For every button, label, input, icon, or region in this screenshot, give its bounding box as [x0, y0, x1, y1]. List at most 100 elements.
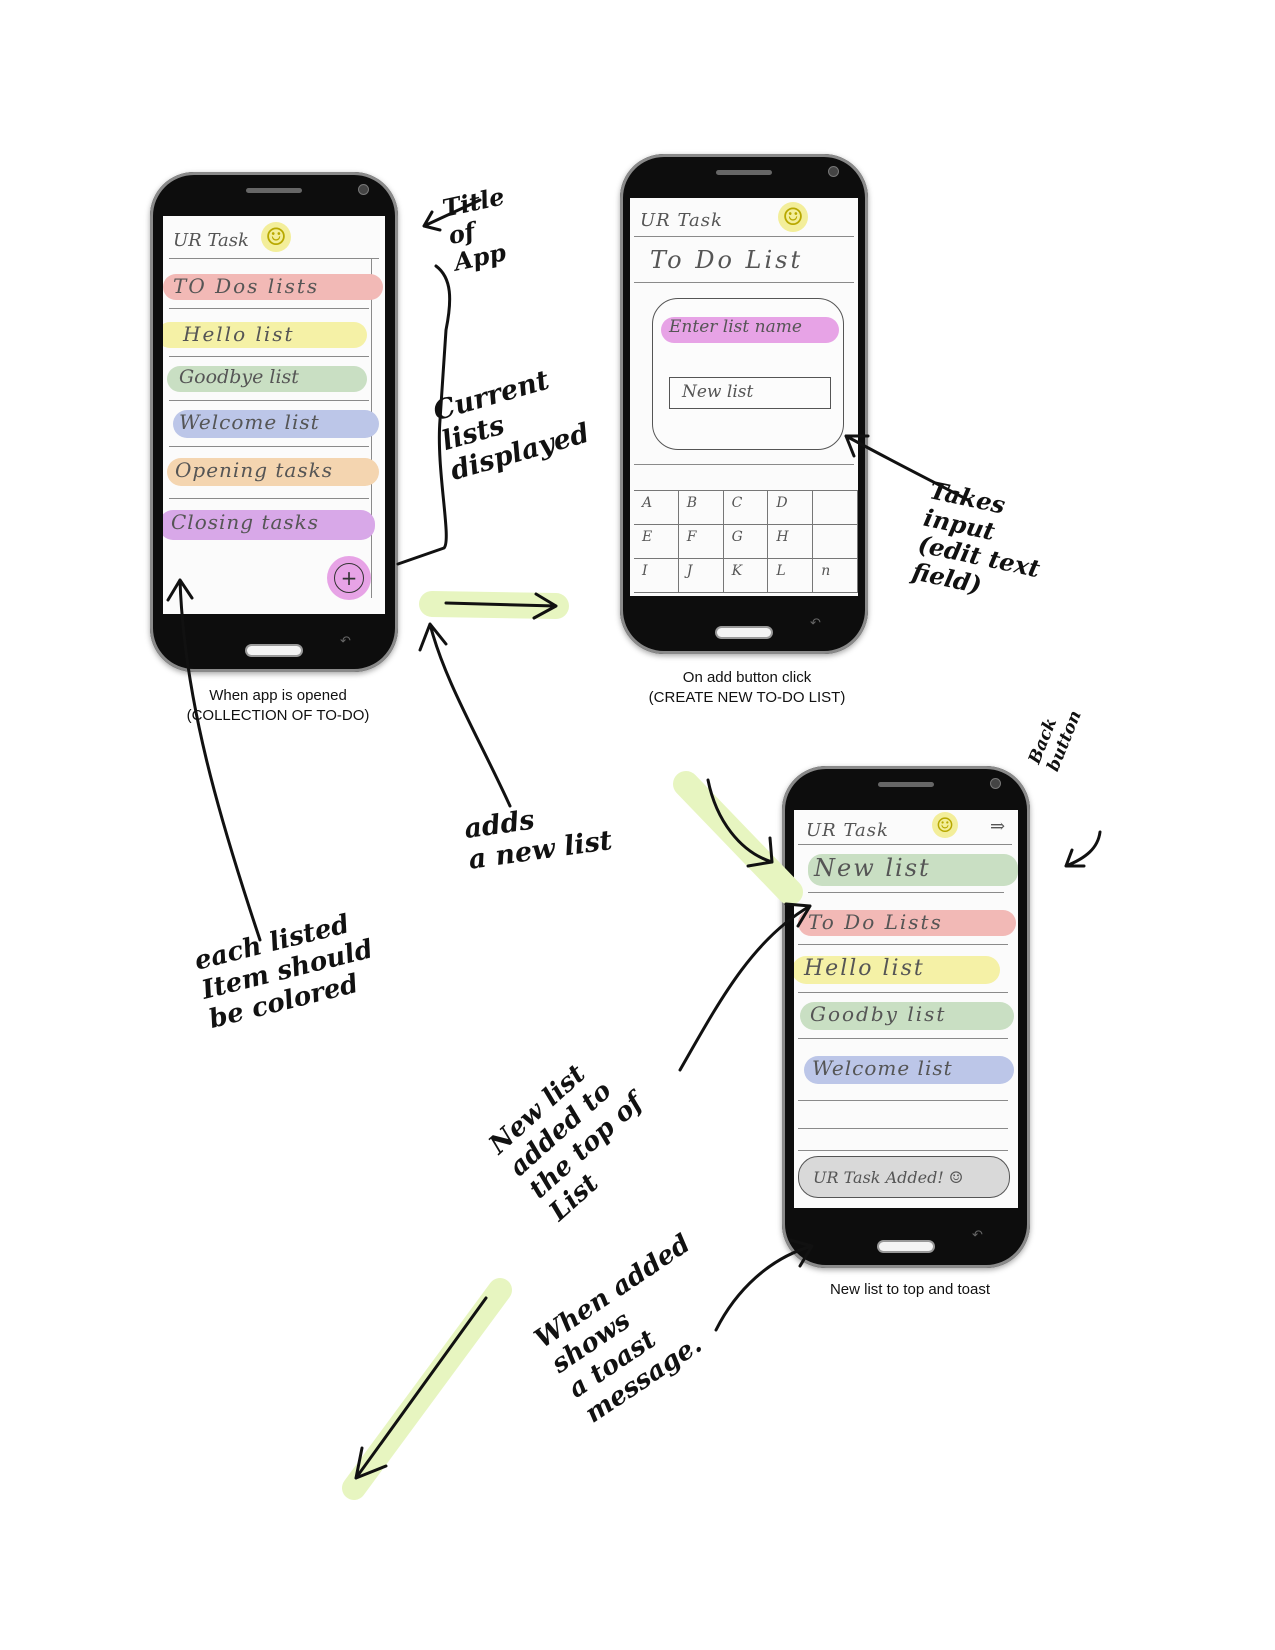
new-list-arrow [678, 902, 812, 1072]
keyboard-key[interactable]: H [768, 525, 814, 559]
caption-line: When app is opened [209, 687, 347, 704]
app-title: UR Task [640, 210, 723, 231]
flow-arrow-3 [354, 1296, 488, 1480]
list-item[interactable]: Opening tasks [167, 458, 379, 486]
screen-main: UR Task ☺ TO Dos lists Hello list Goodby… [163, 216, 385, 614]
keyboard-key[interactable]: L [768, 559, 814, 593]
phone-mockup-create: UR Task ☺ To Do List Enter list name New… [620, 154, 868, 654]
home-button[interactable] [247, 646, 301, 655]
front-camera [990, 778, 1001, 789]
row-divider [169, 498, 369, 499]
title-divider [798, 844, 1012, 845]
keyboard-key[interactable]: n [813, 559, 858, 593]
keyboard-key[interactable] [813, 491, 858, 525]
flow-highlight-2 [673, 771, 803, 905]
home-button[interactable] [717, 628, 771, 637]
toast-arrow [714, 1238, 814, 1332]
row-divider [808, 892, 1004, 893]
caption-main: When app is opened (COLLECTION OF TO-DO) [154, 686, 402, 726]
toast-message: UR Task Added! ☺ [798, 1156, 1010, 1198]
list-name-input[interactable]: New list [669, 377, 831, 409]
soft-keyboard: A B C D E F G H I J K L n [634, 490, 858, 593]
heading-divider [634, 282, 854, 283]
row-divider [798, 1128, 1008, 1129]
back-softkey-icon[interactable]: ↶ [340, 634, 351, 649]
keyboard-key[interactable]: I [634, 559, 679, 593]
front-camera [358, 184, 369, 195]
list-item[interactable]: TO Dos lists [163, 274, 383, 300]
list-item-label: Hello list [804, 956, 925, 981]
list-item-label: TO Dos lists [173, 274, 320, 298]
list-item-label: New list [814, 854, 931, 882]
add-list-fab[interactable]: + [327, 556, 371, 600]
screen-create: UR Task ☺ To Do List Enter list name New… [630, 198, 858, 596]
row-divider [798, 1100, 1008, 1101]
list-item[interactable]: Goodbye list [167, 366, 367, 392]
back-softkey-icon[interactable]: ↶ [972, 1228, 983, 1243]
caption-line: New list to top and toast [829, 1281, 991, 1298]
list-item[interactable]: Goodby list [800, 1002, 1014, 1030]
flow-highlight-3 [342, 1278, 512, 1500]
caption-create: On add button click (CREATE NEW TO-DO LI… [622, 668, 872, 708]
lists-bracket [396, 264, 452, 566]
dialog-prompt-highlight: Enter list name [661, 317, 839, 343]
keyboard-key[interactable]: J [678, 559, 724, 593]
list-item-label: Goodby list [810, 1002, 947, 1026]
row-divider [798, 1150, 1008, 1151]
caption-result: New list to top and toast [784, 1280, 1036, 1300]
keyboard-key[interactable]: G [723, 525, 769, 559]
smiley-icon: ☺ [932, 812, 958, 838]
caption-line: (CREATE NEW TO-DO LIST) [648, 689, 846, 706]
row-divider [798, 1038, 1008, 1039]
list-item-label: To Do Lists [808, 910, 943, 934]
list-item[interactable]: To Do Lists [798, 910, 1016, 936]
caption-line: (COLLECTION OF TO-DO) [186, 707, 370, 724]
back-button-arrow [1064, 830, 1102, 868]
keyboard-key[interactable]: C [723, 491, 769, 525]
front-camera [828, 166, 839, 177]
earpiece-speaker [878, 782, 934, 787]
list-item-label: Opening tasks [175, 458, 333, 482]
keyboard-key[interactable]: K [723, 559, 769, 593]
plus-icon: + [334, 563, 364, 593]
keyboard-key[interactable]: F [678, 525, 724, 559]
list-item-label: Closing tasks [171, 510, 320, 534]
create-list-dialog: Enter list name New list [652, 298, 844, 450]
dialog-prompt: Enter list name [669, 317, 802, 337]
keyboard-key[interactable] [813, 525, 858, 559]
input-value: New list [682, 382, 754, 402]
back-softkey-icon[interactable]: ↶ [810, 616, 821, 631]
list-item[interactable]: Closing tasks [163, 510, 375, 540]
title-divider [634, 236, 854, 237]
list-item-label: Hello list [183, 322, 295, 346]
keyboard-key[interactable]: B [678, 491, 724, 525]
keyboard-key[interactable]: D [768, 491, 814, 525]
smiley-icon: ☺ [778, 202, 808, 232]
flow-arrow-2 [706, 778, 774, 868]
list-item[interactable]: Hello list [163, 322, 367, 348]
row-divider [169, 356, 369, 357]
keyboard-key[interactable]: E [634, 525, 679, 559]
caption-line: On add button click [682, 669, 812, 686]
list-item[interactable]: Welcome list [804, 1056, 1014, 1084]
back-button-icon[interactable]: ⇒ [990, 816, 1006, 837]
list-item-new[interactable]: New list [808, 854, 1018, 886]
screen-result: UR Task ☺ ⇒ New list To Do Lists Hello l… [794, 810, 1018, 1208]
row-divider [798, 944, 1008, 945]
row-divider [798, 992, 1008, 993]
row-divider [634, 464, 854, 465]
toast-text: UR Task Added! ☺ [813, 1167, 964, 1187]
adds-list-arrow [418, 622, 512, 808]
phone-mockup-result: UR Task ☺ ⇒ New list To Do Lists Hello l… [782, 766, 1030, 1268]
takes-input-arrow [844, 434, 970, 502]
row-divider [169, 308, 369, 309]
keyboard-key[interactable]: A [634, 491, 679, 525]
smiley-icon: ☺ [261, 222, 291, 252]
list-item[interactable]: Hello list [794, 956, 1000, 984]
phone-mockup-main: UR Task ☺ TO Dos lists Hello list Goodby… [150, 172, 398, 672]
row-divider [169, 400, 369, 401]
home-button[interactable] [879, 1242, 933, 1251]
list-item[interactable]: Welcome list [173, 410, 379, 438]
list-item-label: Welcome list [179, 410, 320, 434]
